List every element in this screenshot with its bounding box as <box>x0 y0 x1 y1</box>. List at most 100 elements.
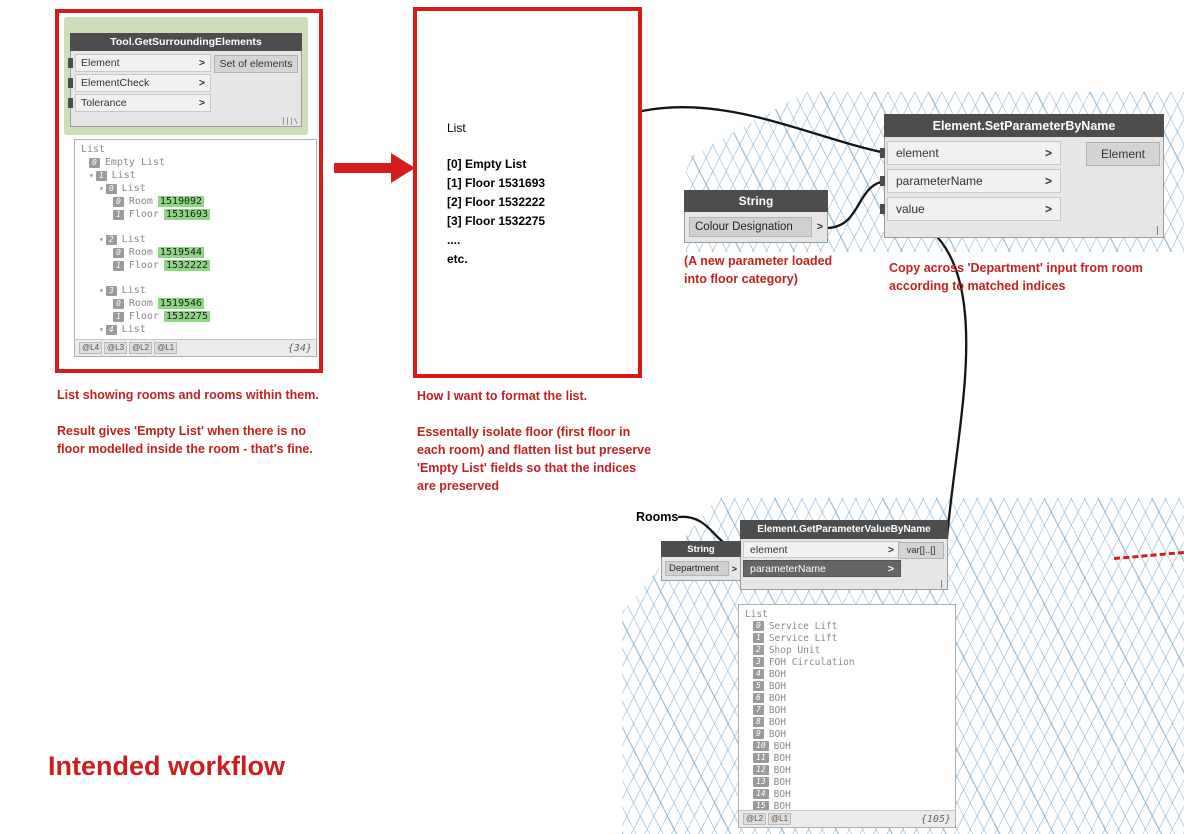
node-title[interactable]: Tool.GetSurroundingElements <box>70 33 302 51</box>
annotation-paragraph: Result gives 'Empty List' when there is … <box>57 424 313 456</box>
index-badge: 3 <box>753 657 764 667</box>
expand-arrow-icon[interactable]: ▾ <box>99 325 104 334</box>
index-badge: 5 <box>753 681 764 691</box>
expand-arrow-icon[interactable]: ▾ <box>89 171 94 180</box>
annotation-paragraph: Essentally isolate floor (first floor in… <box>417 425 652 493</box>
index-badge: 6 <box>753 693 764 703</box>
node-string-colour-designation[interactable]: String Colour Designation > <box>684 190 828 243</box>
level-tab[interactable]: @L2 <box>743 813 767 825</box>
output-port-icon[interactable]: > <box>816 221 823 233</box>
list-item-label: Empty List <box>104 157 166 168</box>
input-port-parametername[interactable]: parameterName > <box>887 169 1061 193</box>
node-title[interactable]: Element.GetParameterValueByName <box>740 520 948 539</box>
expand-arrow-icon[interactable]: ▾ <box>99 286 104 295</box>
list-item-label: BOH <box>773 788 791 800</box>
chevron-right-icon: > <box>1044 174 1052 188</box>
formatted-list-line: etc. <box>447 252 468 266</box>
formatted-list-line: [0] Empty List <box>447 157 527 171</box>
annotation-copy-note: Copy across 'Department' input from room… <box>889 259 1183 295</box>
lacing-icon: |||\ <box>281 117 298 125</box>
node-tool-getsurroundingelements[interactable]: Tool.GetSurroundingElements Element > El… <box>70 33 302 127</box>
list-row: List <box>745 608 953 620</box>
string-value-input[interactable]: Department <box>665 561 729 576</box>
node-body: Element > ElementCheck > Tolerance > Set… <box>70 51 302 127</box>
node-title[interactable]: Element.SetParameterByName <box>884 114 1164 137</box>
index-badge: 15 <box>753 801 769 810</box>
node-title[interactable]: String <box>684 190 828 212</box>
node-string-department[interactable]: String Department > <box>661 541 741 581</box>
level-tab[interactable]: @L3 <box>104 342 128 354</box>
port-label: ElementCheck <box>81 77 150 89</box>
list-item-label: BOH <box>773 776 791 788</box>
output-port-element[interactable]: Element <box>1086 142 1160 166</box>
list-row: List <box>81 143 314 156</box>
input-port-element[interactable]: element > <box>887 141 1061 165</box>
node-title[interactable]: String <box>661 541 741 557</box>
formatted-list-header: List <box>447 121 466 135</box>
node-body: Colour Designation > <box>684 212 828 243</box>
input-port-parametername[interactable]: parameterName > <box>743 560 901 577</box>
chevron-right-icon: > <box>1044 202 1052 216</box>
index-badge: 2 <box>105 234 117 245</box>
input-port-element[interactable]: Element > <box>75 54 211 72</box>
index-badge: 9 <box>753 729 764 739</box>
annotation-paragraph: (A new parameter loaded into floor categ… <box>684 254 833 286</box>
input-port-element[interactable]: element > <box>743 541 901 558</box>
index-badge: 10 <box>753 741 769 751</box>
level-tab[interactable]: @L1 <box>768 813 792 825</box>
level-tab[interactable]: @L2 <box>129 342 153 354</box>
list-item-label: BOH <box>773 740 791 752</box>
chevron-right-icon: > <box>1044 146 1052 160</box>
input-port-elementcheck[interactable]: ElementCheck > <box>75 74 211 92</box>
node-body: element > parameterName > value > Elemen… <box>884 137 1164 238</box>
node-body: Department > <box>661 557 741 581</box>
element-id-value: 1519544 <box>157 247 205 258</box>
expand-arrow-icon[interactable]: ▾ <box>99 184 104 193</box>
output-port-icon[interactable]: > <box>731 563 737 574</box>
expand-arrow-icon[interactable]: ▾ <box>99 235 104 244</box>
string-value-input[interactable]: Colour Designation <box>689 217 812 237</box>
node-element-getparametervaluebyname[interactable]: Element.GetParameterValueByName element … <box>740 520 948 590</box>
input-port-value[interactable]: value > <box>887 197 1061 221</box>
element-id-value: 1532275 <box>163 311 211 322</box>
list-item-label: BOH <box>768 692 786 704</box>
port-label: Tolerance <box>81 97 127 109</box>
annotation-paragraph: Copy across 'Department' input from room… <box>889 261 1143 293</box>
index-badge: 0 <box>89 157 100 168</box>
element-id-value: 1519546 <box>157 298 205 309</box>
list-preview-footer: @L2 @L1 {105} <box>739 810 955 827</box>
list-row: 3 FOH Circulation <box>753 656 953 668</box>
formatted-list-line: .... <box>447 233 461 247</box>
list-row: 10 BOH <box>753 740 953 752</box>
list-item-label: FOH Circulation <box>768 656 855 668</box>
list-item-label: BOH <box>773 764 791 776</box>
lacing-icon: | <box>939 579 944 588</box>
port-label: Element <box>81 57 120 69</box>
element-id-value: 1519092 <box>157 196 205 207</box>
list-row: 15 BOH <box>753 800 953 810</box>
output-port-set-of-elements[interactable]: Set of elements <box>214 55 298 73</box>
level-tab[interactable]: @L4 <box>79 342 103 354</box>
list-item-label: BOH <box>773 800 791 811</box>
node-element-setparameterbyname[interactable]: Element.SetParameterByName element > par… <box>884 114 1164 238</box>
input-port-tolerance[interactable]: Tolerance > <box>75 94 211 112</box>
level-tab[interactable]: @L1 <box>154 342 178 354</box>
output-port-var[interactable]: var[]..[] <box>898 542 944 559</box>
list-item-label: Room <box>128 196 153 207</box>
